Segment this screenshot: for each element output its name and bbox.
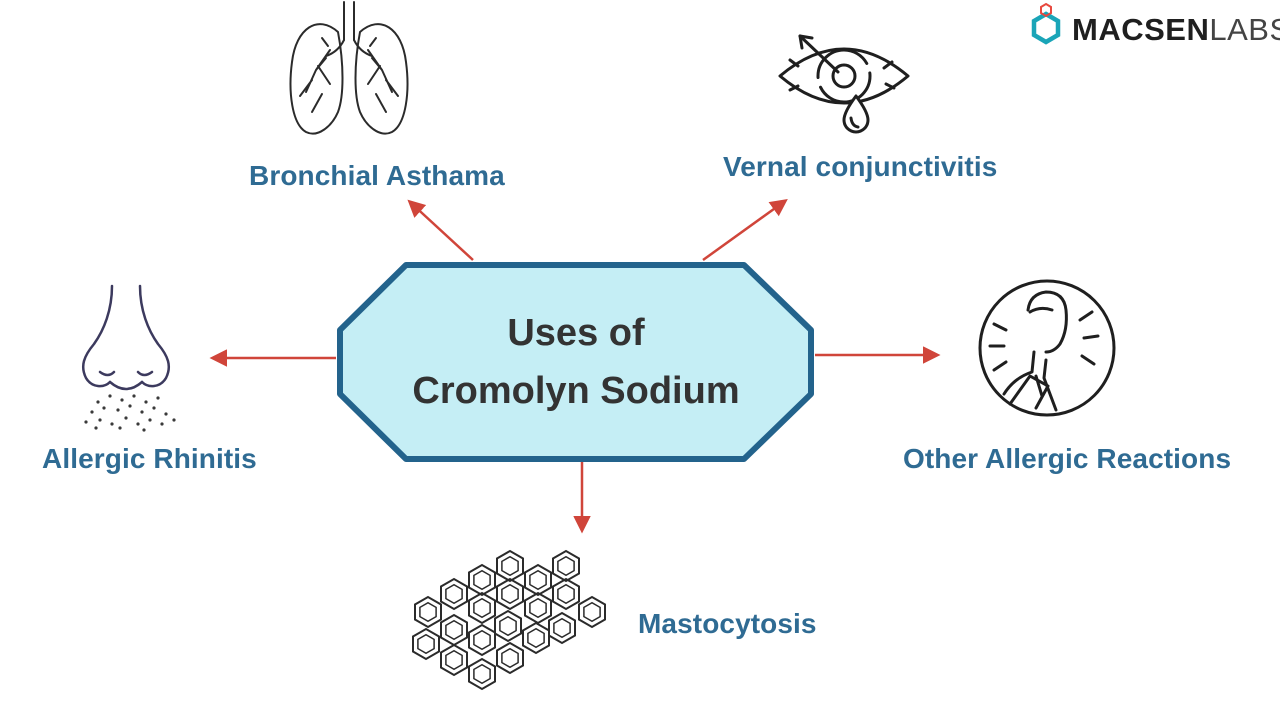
cell-hexagon [496,577,524,611]
cell-hexagon-inner [501,555,519,577]
cell-hexagon [440,577,468,611]
cell-hexagon [494,609,522,643]
cell-hexagon-inner [499,615,517,637]
center-octagon [337,262,814,462]
cell-hexagon-inner [445,649,463,671]
macsen-labs-logo: MACSENLABS [1030,8,1280,48]
cell-hexagon-inner [529,597,547,619]
cell-hexagon [524,563,552,597]
nose-particles [84,394,176,432]
cell-hexagon [496,641,524,675]
cell-hexagon-inner [473,629,491,651]
arrow-to-bronchial-asthma [407,199,474,261]
cell-hexagon-inner [473,663,491,685]
cell-hexagon-inner [583,601,601,623]
cell-hexagon-inner [473,597,491,619]
cell-hexagon [440,643,468,677]
cell-hexagon-inner [501,583,519,605]
cell-hexagon [552,577,580,611]
nose-icon [82,284,170,391]
label-bronchial-asthma: Bronchial Asthama [249,160,505,191]
label-allergic-rhinitis: Allergic Rhinitis [42,443,257,474]
logo-brand-bold: MACSEN [1072,12,1210,47]
cell-hexagon-inner [527,627,545,649]
center-title-line2: Cromolyn Sodium [412,370,740,412]
cell-hexagon [522,621,550,655]
cell-hexagon [414,595,442,629]
cell-hexagon [468,623,496,657]
cell-hexagon-inner [553,617,571,639]
eye-drop-icon [778,34,910,134]
cell-hexagon [524,591,552,625]
cell-hexagon [496,549,524,583]
logo-text: MACSENLABS [1072,12,1280,48]
cell-hexagon [468,591,496,625]
cell-hexagon [440,613,468,647]
cell-hexagon-inner [445,619,463,641]
cell-hexagon [468,563,496,597]
cell-hexagon-inner [419,601,437,623]
cell-hexagon-inner [557,555,575,577]
cell-hexagon-inner [529,569,547,591]
center-title-line1: Uses of [507,312,645,354]
cell-hexagon-inner [557,583,575,605]
cell-hexagon [548,611,576,645]
label-other-allergic-reactions: Other Allergic Reactions [903,443,1232,474]
cell-hexagon-inner [445,583,463,605]
cell-hexagon-inner [473,569,491,591]
cell-cluster-icon [412,549,606,691]
lungs-icon [289,1,409,135]
cell-hexagon [552,549,580,583]
cell-hexagon [468,657,496,691]
center-title: Uses of Cromolyn Sodium [340,304,812,420]
arrow-to-vernal-conjunctivitis [702,198,788,262]
cell-hexagon [412,627,440,661]
sneezing-person-icon [978,279,1116,417]
cell-hexagon-inner [501,647,519,669]
label-mastocytosis: Mastocytosis [638,608,817,639]
cell-hexagon [578,595,606,629]
label-vernal-conjunctivitis: Vernal conjunctivitis [723,151,998,182]
cell-hexagon-inner [417,633,435,655]
hexagon-logo-icon [1031,2,1061,45]
logo-brand-light: LABS [1209,12,1280,47]
